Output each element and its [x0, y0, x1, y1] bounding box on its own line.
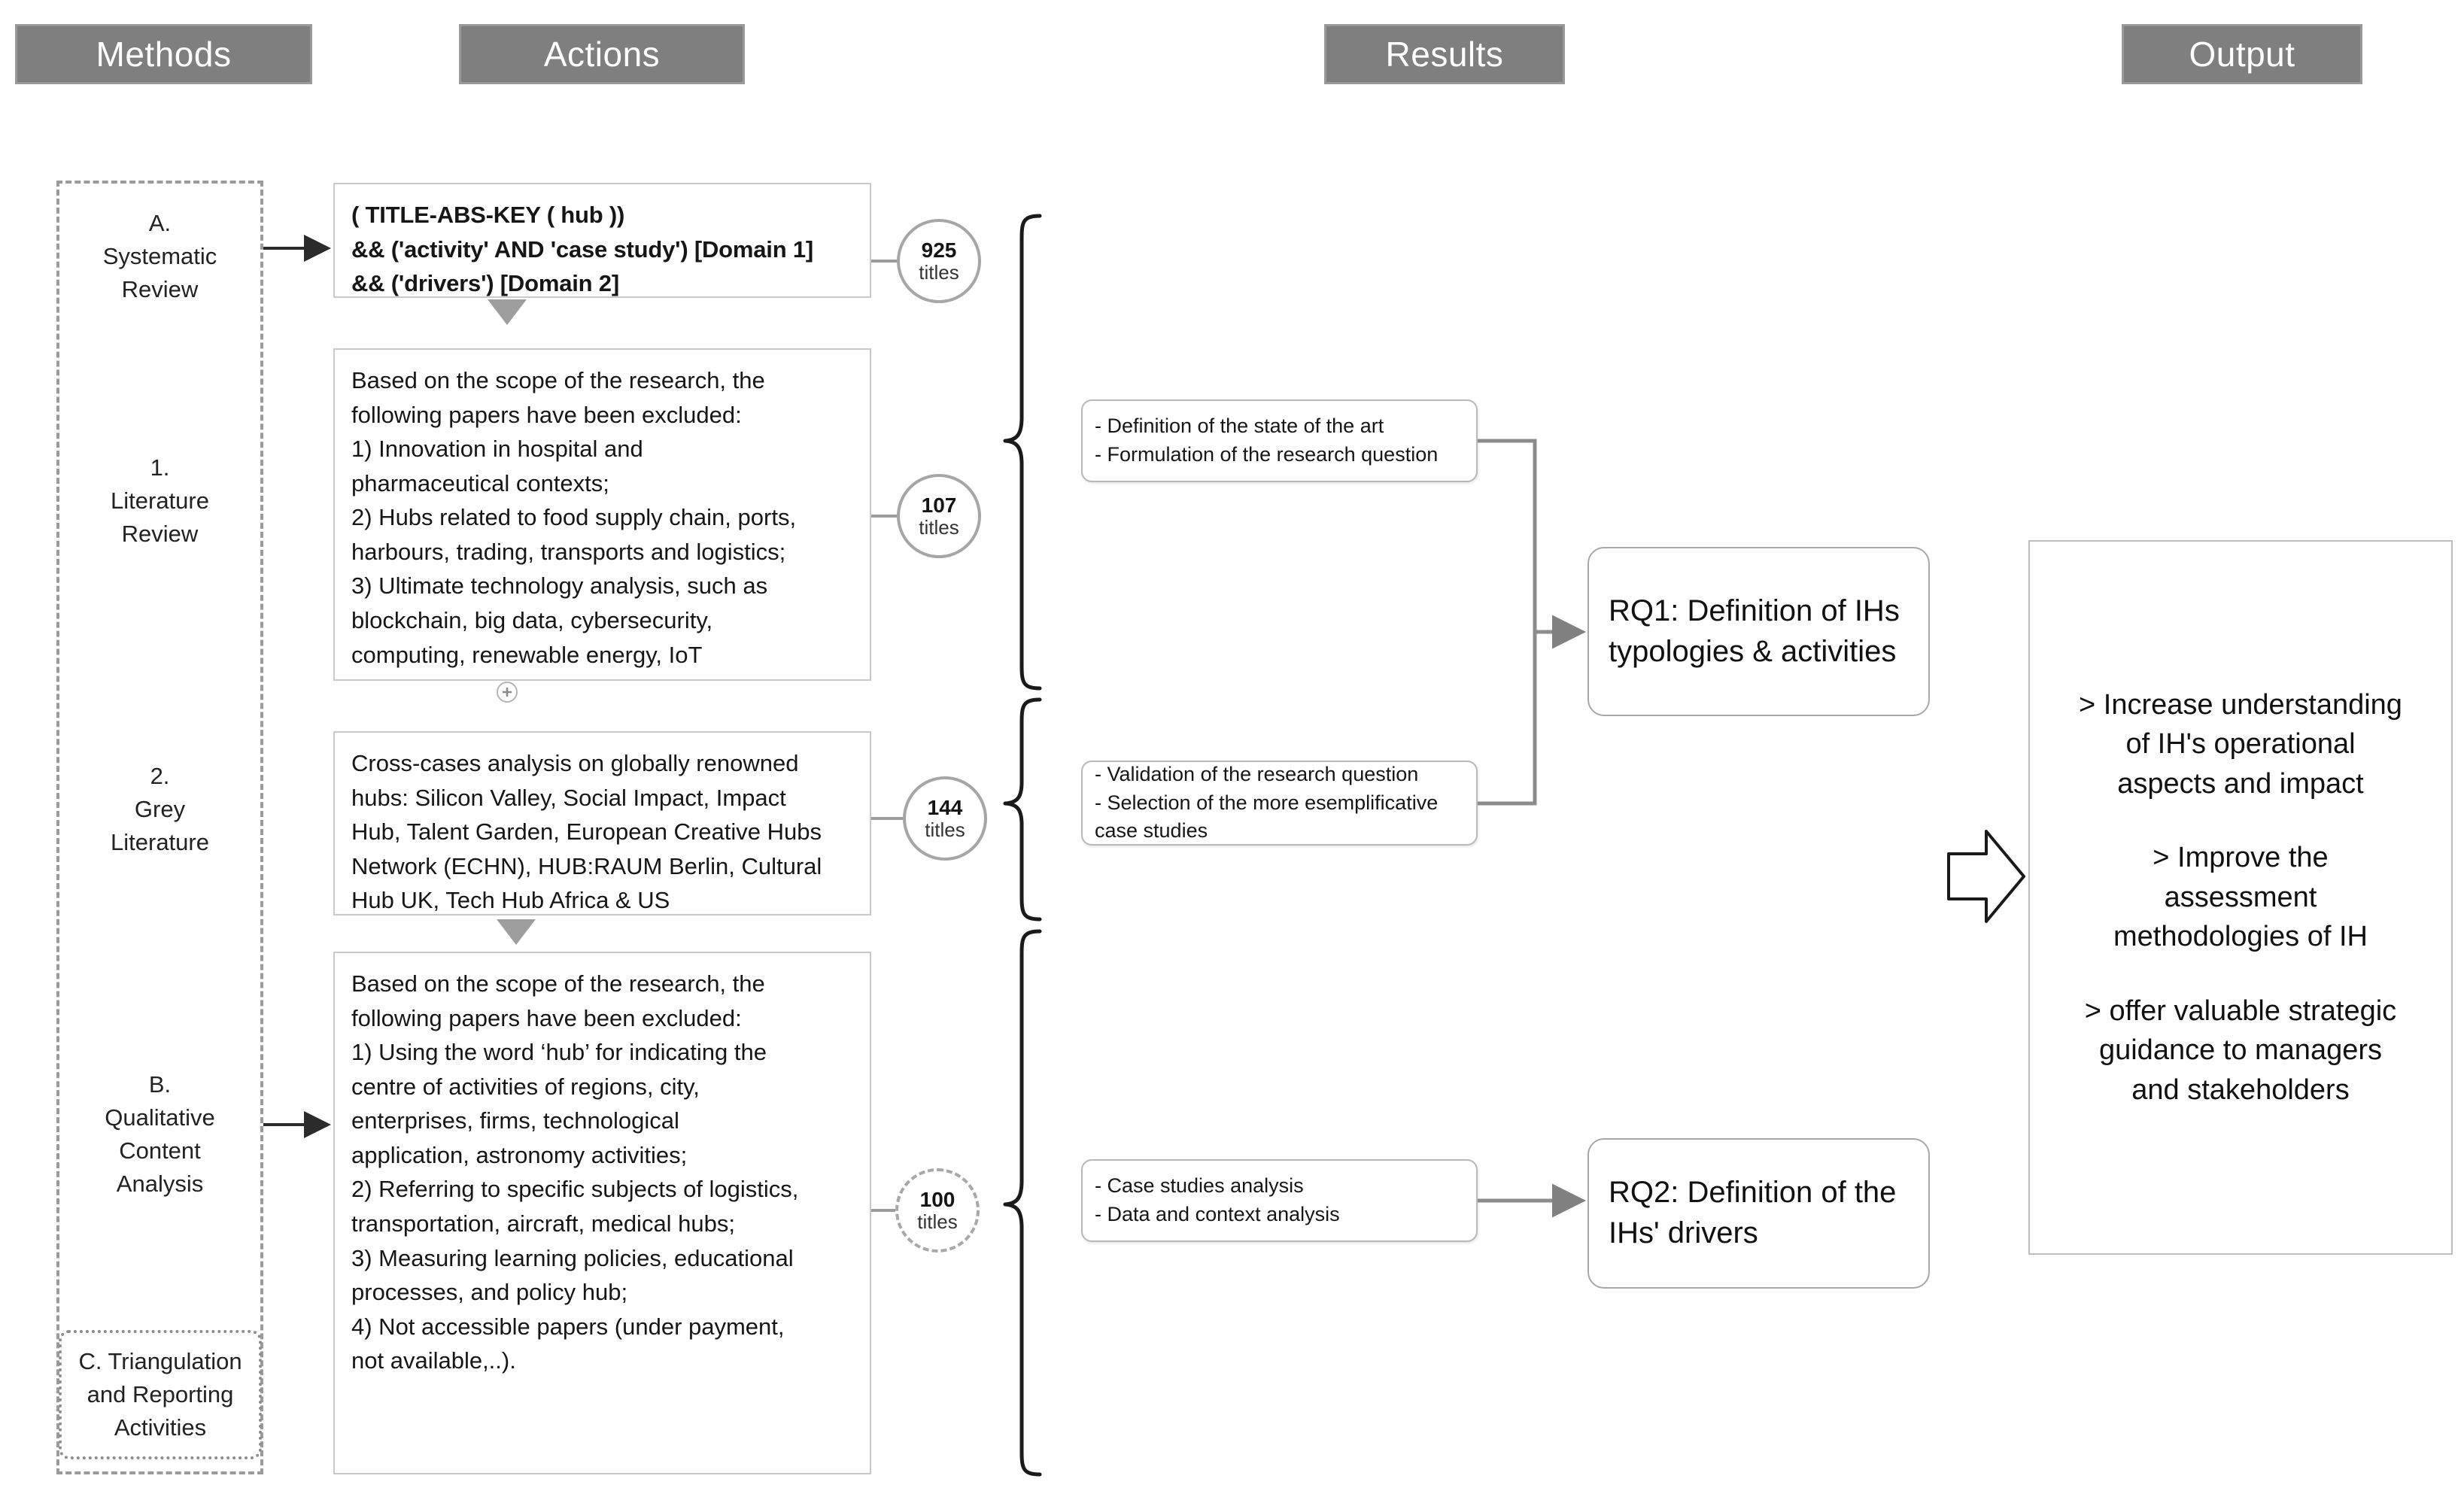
count-unit: titles — [917, 1210, 958, 1234]
connector-result2-to-rq1 — [1478, 632, 1537, 806]
output-line-2: > Improve the assessment methodologies o… — [2113, 842, 2368, 953]
action-box-grey-literature-exclusions: Based on the scope of the research, the … — [333, 952, 871, 1474]
count-unit: titles — [919, 516, 959, 539]
count-circle-107: 107 titles — [897, 474, 981, 558]
connector-result1-to-rq1 — [1478, 439, 1586, 649]
plus-node-icon — [497, 682, 518, 703]
column-header-methods: Methods — [15, 24, 312, 84]
arrow-down-query-to-literature — [488, 299, 527, 325]
action-box-cross-case-analysis: Cross-cases analysis on globally renowne… — [333, 731, 871, 916]
count-circle-100: 100 titles — [895, 1168, 980, 1253]
brace-group-1 — [1003, 214, 1042, 691]
count-number: 100 — [919, 1187, 956, 1211]
action-box-literature-exclusions: Based on the scope of the research, the … — [333, 348, 871, 681]
column-header-output-label: Output — [2189, 35, 2295, 74]
count-unit: titles — [925, 818, 965, 842]
arrow-down-cross-to-grey — [497, 919, 536, 945]
methods-item-literature-review: 1. Literature Review — [111, 454, 209, 548]
column-header-output: Output — [2122, 24, 2362, 84]
rq1-box: RQ1: Definition of IHs typologies & acti… — [1587, 547, 1930, 716]
block-arrow-to-output — [1947, 830, 2025, 923]
column-header-results: Results — [1324, 24, 1565, 84]
action-box-search-query: ( TITLE-ABS-KEY ( hub )) && ('activity' … — [333, 183, 871, 298]
methods-item-grey-literature: 2. Grey Literature — [111, 763, 209, 856]
methods-item-triangulation: C. Triangulation and Reporting Activitie… — [59, 1330, 262, 1459]
output-line-3: > offer valuable strategic guidance to m… — [2084, 994, 2397, 1106]
methods-frame — [56, 181, 263, 1474]
count-circle-144: 144 titles — [903, 776, 987, 861]
result-box-case-analysis: - Case studies analysis - Data and conte… — [1081, 1159, 1478, 1242]
brace-group-2 — [1003, 697, 1042, 922]
result-box-state-of-the-art: - Definition of the state of the art - F… — [1081, 399, 1478, 482]
output-line-1: > Increase understanding of IH's operati… — [2079, 689, 2402, 800]
count-number: 925 — [921, 238, 957, 262]
column-header-methods-label: Methods — [96, 35, 232, 74]
column-header-actions: Actions — [459, 24, 745, 84]
output-box: > Increase understanding of IH's operati… — [2028, 540, 2453, 1255]
count-circle-925: 925 titles — [897, 219, 981, 303]
methods-item-systematic-review: A. Systematic Review — [102, 210, 217, 303]
rq2-box: RQ2: Definition of the IHs' drivers — [1587, 1138, 1930, 1289]
count-number: 107 — [921, 493, 957, 517]
result-box-validation: - Validation of the research question - … — [1081, 761, 1478, 846]
methods-item-qualitative-content-analysis: B. Qualitative Content Analysis — [105, 1071, 215, 1198]
count-unit: titles — [919, 261, 959, 284]
column-header-results-label: Results — [1385, 35, 1504, 74]
count-number: 144 — [927, 795, 963, 819]
brace-group-3 — [1003, 929, 1042, 1477]
column-header-actions-label: Actions — [543, 35, 661, 74]
